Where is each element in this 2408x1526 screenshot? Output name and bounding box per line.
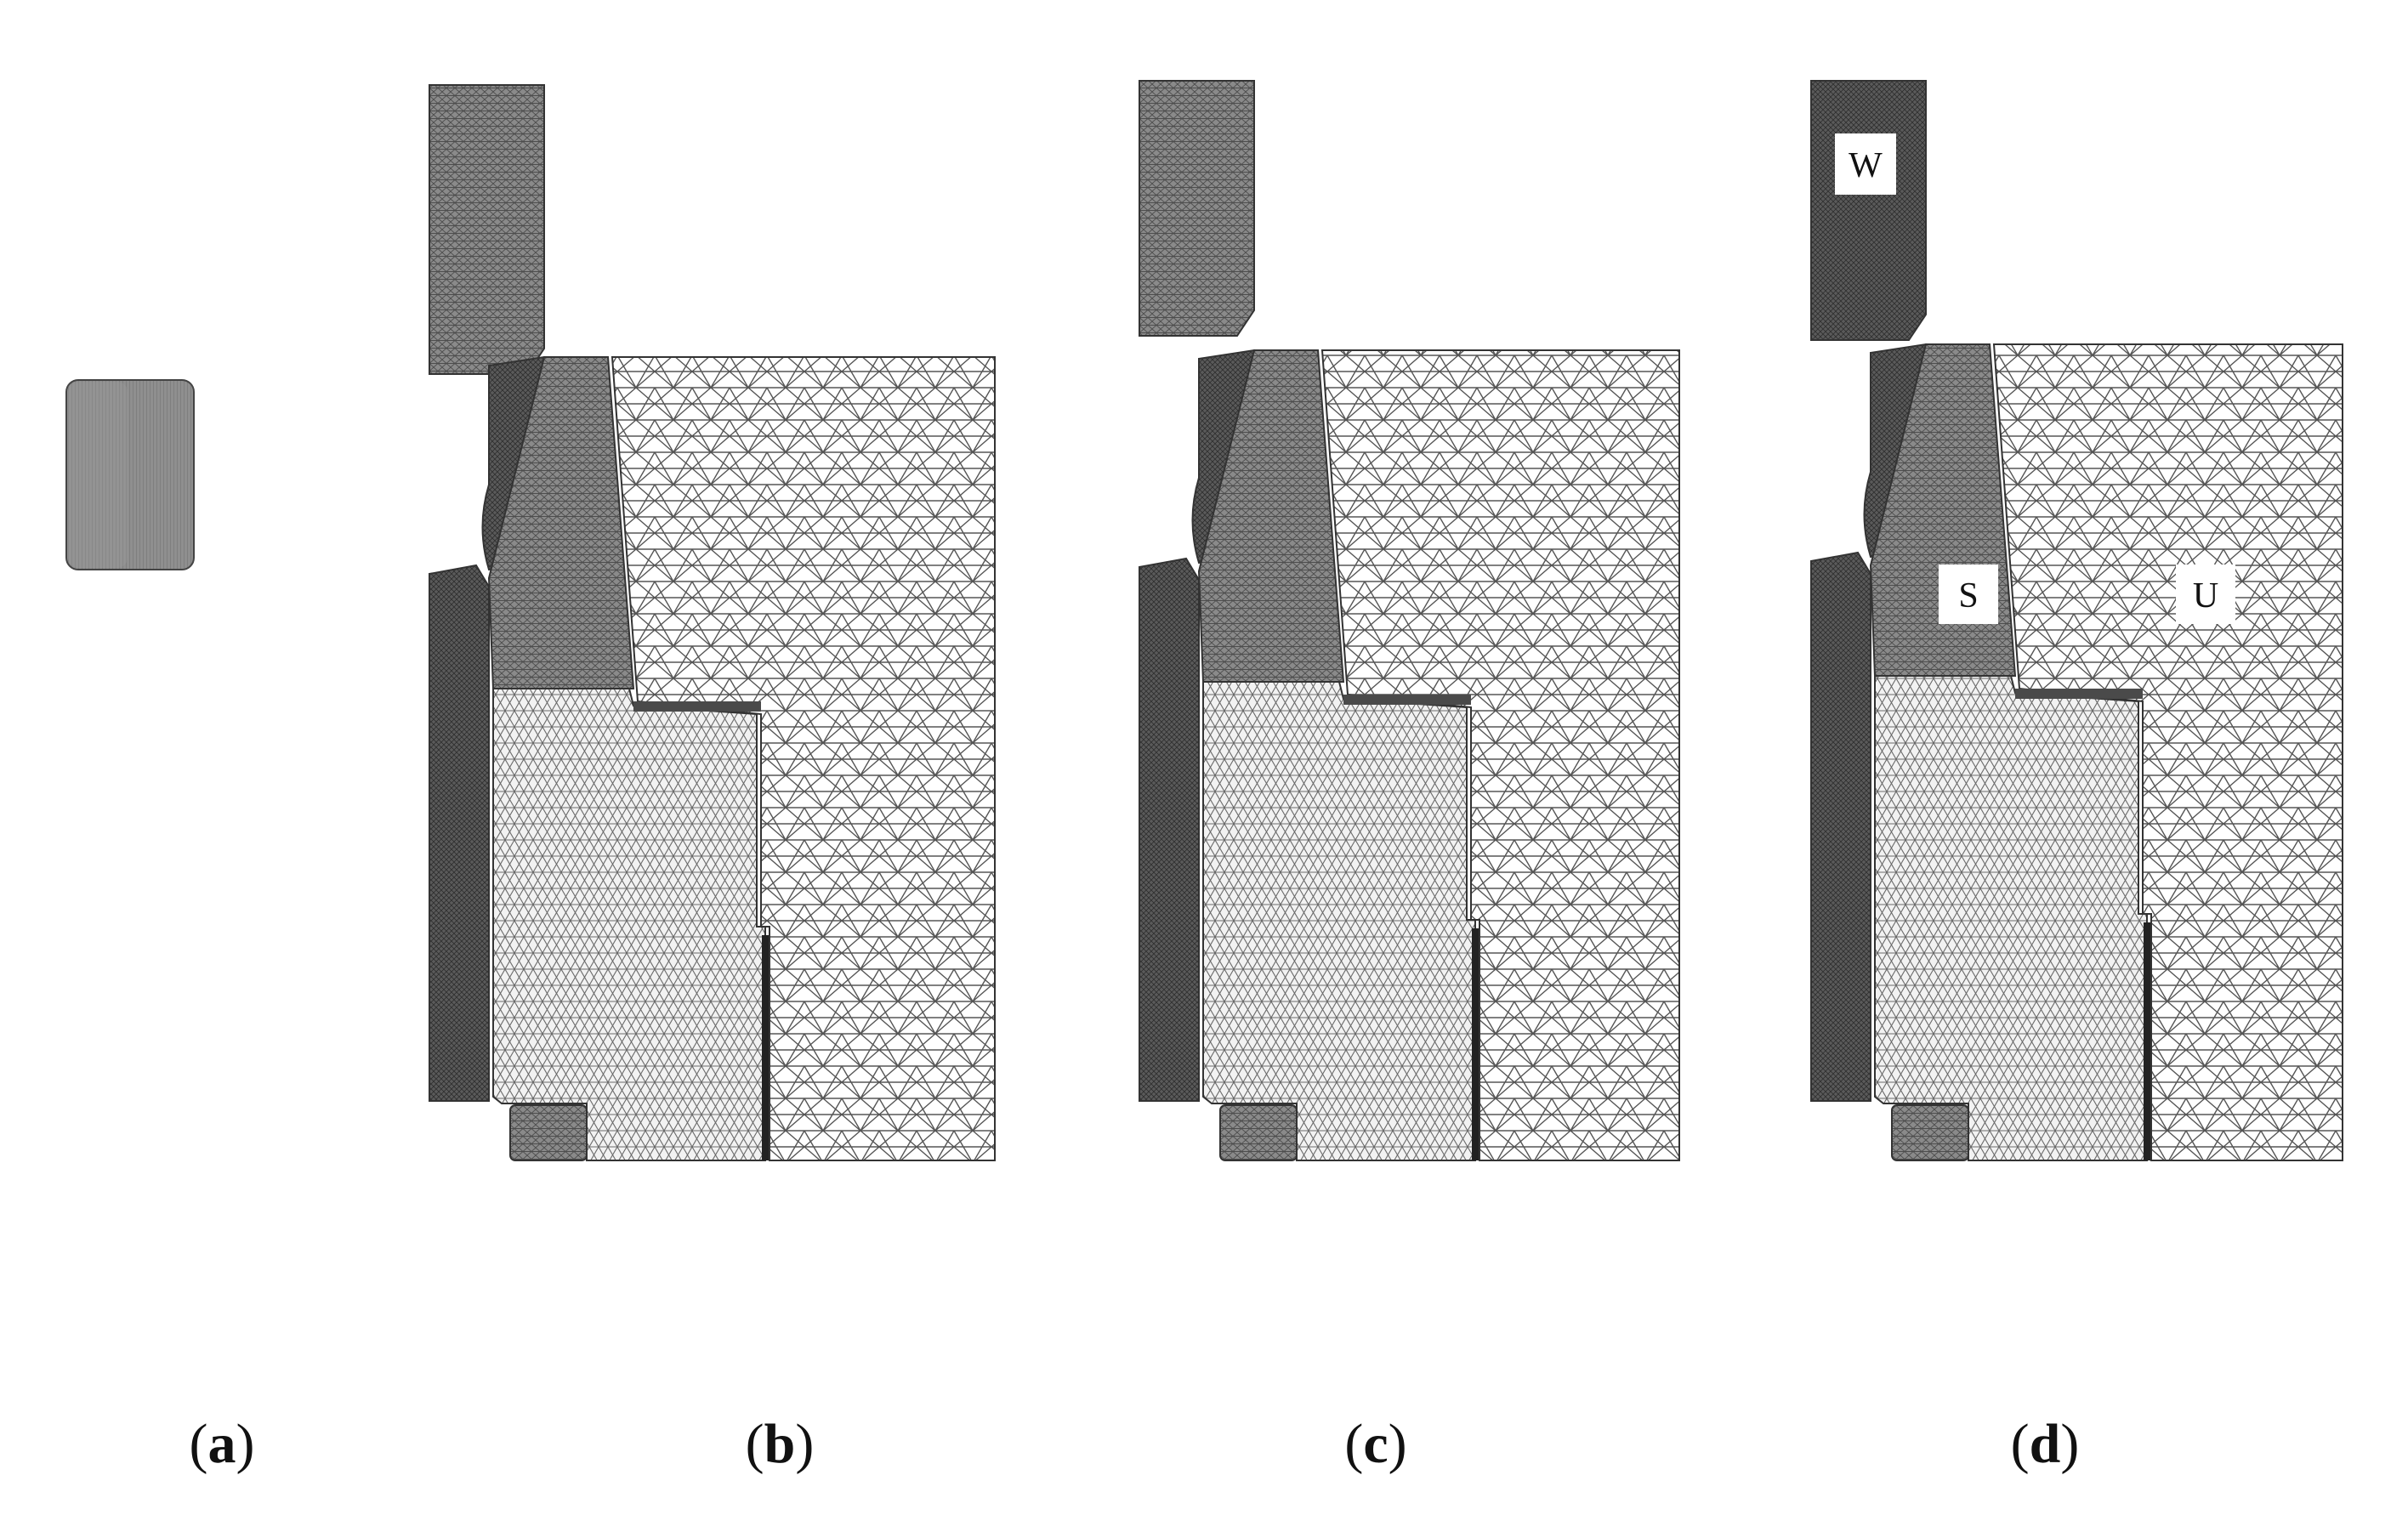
step-shadow [633, 701, 761, 712]
bottom-ejector [509, 1104, 588, 1161]
svg-text:(b): (b) [746, 1413, 815, 1475]
svg-text:(a): (a) [190, 1413, 255, 1475]
panel-d-assembly [1810, 80, 2343, 1161]
panel-a-billet [65, 379, 195, 570]
container-outer-wall [1139, 557, 1200, 1102]
medium-mesh-block [1202, 681, 1476, 1161]
svg-text:(c): (c) [1344, 1413, 1406, 1475]
billet-shape [65, 379, 195, 570]
bottom-ejector [1219, 1104, 1298, 1161]
region-label-w: W [1835, 133, 1896, 195]
container-outer-wall [1810, 551, 1871, 1102]
bottom-ejector [1891, 1104, 1969, 1161]
medium-mesh-block [492, 688, 766, 1161]
vertical-gap [1472, 928, 1479, 1160]
panel-label-c: (c) [1344, 1413, 1406, 1475]
container-outer-wall [429, 564, 490, 1102]
svg-text:(d): (d) [2011, 1413, 2080, 1475]
mesh-assemblies [429, 80, 2343, 1161]
step-shadow [2015, 689, 2143, 699]
vertical-gap [2144, 922, 2150, 1160]
billet-left-shade [68, 382, 128, 568]
region-label-s: S [1939, 564, 1998, 624]
region-label-u: U [2176, 564, 2235, 624]
workpiece-punch [1810, 80, 1927, 341]
workpiece-punch [1139, 80, 1255, 337]
medium-mesh-block [1874, 675, 2148, 1161]
svg-text:U: U [2193, 576, 2218, 616]
svg-text:S: S [1958, 576, 1978, 616]
step-shadow [1343, 695, 1471, 705]
panel-label-b: (b) [746, 1413, 815, 1475]
svg-text:W: W [1849, 146, 1883, 185]
vertical-gap [762, 935, 769, 1160]
workpiece-punch [429, 84, 545, 375]
panel-b-assembly [429, 84, 996, 1161]
panel-label-d: (d) [2011, 1413, 2080, 1475]
panel-label-a: (a) [190, 1413, 255, 1475]
panel-c-assembly [1139, 80, 1680, 1161]
